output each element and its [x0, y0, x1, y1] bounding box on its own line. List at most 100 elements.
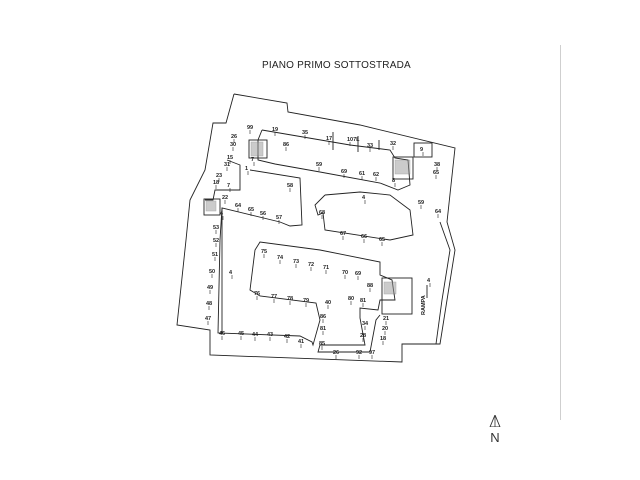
stair-core-north — [392, 156, 414, 180]
room-label: 52 — [213, 238, 219, 244]
room-label: 57 — [276, 215, 282, 221]
zone-label: RAMPA — [421, 295, 427, 315]
room-label: 76 — [254, 291, 260, 297]
room-label: 81 — [320, 326, 326, 332]
room-label: 65 — [433, 170, 439, 176]
room-label: 17 — [326, 136, 332, 142]
room-label: 34 — [362, 321, 369, 327]
room-label: 77 — [271, 294, 277, 300]
room-label: 35 — [302, 130, 308, 136]
room-label: 18 — [380, 336, 386, 342]
room-label: 20 — [382, 326, 388, 332]
room-label: 80 — [348, 296, 354, 302]
stair-core-east — [381, 277, 413, 315]
stair-hatch — [250, 141, 264, 157]
room-label: 69 — [341, 169, 347, 175]
room-label: 73 — [293, 259, 299, 265]
room-label: 69 — [355, 271, 361, 277]
room-label: 59 — [316, 162, 322, 168]
north-corridor — [257, 129, 411, 191]
room-label: 50 — [209, 269, 215, 275]
room-label: 99 — [247, 125, 253, 131]
room-label: 61 — [359, 171, 365, 177]
room-label: 48 — [206, 301, 212, 307]
room-label: 7 — [227, 183, 230, 189]
room-label: 45 — [238, 331, 244, 337]
stair-hatch — [394, 159, 411, 175]
room-label: 26 — [333, 350, 339, 356]
room-label: 64 — [235, 203, 242, 209]
room-label: 62 — [373, 172, 379, 178]
room-label: 31 — [224, 162, 230, 168]
plan-title: PIANO PRIMO SOTTOSTRADA — [262, 60, 411, 71]
room-label: 26 — [231, 134, 237, 140]
room-label: 86 — [320, 314, 326, 320]
room-label: 71 — [323, 265, 329, 271]
room-label: 4 — [362, 195, 366, 201]
room-label: 8 — [392, 178, 395, 184]
room-label: 59 — [418, 200, 424, 206]
room-label: 65 — [379, 237, 385, 243]
room-label: 75 — [261, 249, 267, 255]
room-label: 81 — [360, 298, 366, 304]
room-label: 4 — [220, 211, 224, 217]
room-label: 86 — [283, 142, 289, 148]
room-label: 30 — [230, 142, 236, 148]
room-label: 38 — [434, 162, 440, 168]
room-label: 67 — [340, 231, 346, 237]
room-label: 21 — [383, 316, 389, 322]
room-label: 4 — [427, 278, 431, 284]
outer-wall — [176, 93, 456, 363]
room-label: 92 — [356, 350, 362, 356]
room-label: 23 — [216, 173, 222, 179]
stair-hatching — [205, 141, 411, 295]
room-label: 42 — [284, 334, 290, 340]
stair-hatch — [383, 281, 397, 295]
room-label: 74 — [277, 255, 284, 261]
room-label: 15 — [227, 155, 233, 161]
room-label: 44 — [252, 332, 259, 338]
room-label: 47 — [205, 316, 211, 322]
room-label: 68 — [319, 210, 325, 216]
room-label: 97 — [369, 350, 375, 356]
room-label: 1 — [245, 166, 248, 172]
room-label: 32 — [390, 141, 396, 147]
north-arrow: N — [487, 413, 503, 445]
west-wing — [205, 159, 241, 201]
room-label: 58 — [287, 183, 293, 189]
room-label: 4 — [229, 270, 233, 276]
room-label: 56 — [260, 211, 266, 217]
room-label: 66 — [361, 234, 367, 240]
room-label: 28 — [360, 333, 366, 339]
room-label: 65 — [248, 207, 254, 213]
room-label: 49 — [207, 285, 213, 291]
room-label: 22 — [222, 195, 228, 201]
room-label: 33 — [367, 143, 373, 149]
room-label: 7 — [251, 157, 254, 163]
room-label: 72 — [308, 262, 314, 268]
room-label: 51 — [212, 252, 218, 258]
stair-core-west — [203, 198, 221, 216]
room-label: 70 — [342, 270, 348, 276]
room-label: 78 — [287, 296, 293, 302]
room-label: 9 — [420, 147, 423, 153]
page-divider — [560, 45, 561, 420]
right-ramp-wall — [435, 221, 451, 345]
room-label: 18 — [213, 180, 219, 186]
north-label: N — [490, 430, 500, 445]
room-label: 43 — [267, 332, 273, 338]
room-label: 79 — [303, 298, 309, 304]
room-label: 64 — [435, 209, 442, 215]
room-label: 88 — [367, 283, 373, 289]
room-9 — [413, 142, 433, 158]
walls — [176, 93, 456, 363]
room-label: 107L — [347, 137, 360, 143]
room-label: 85 — [319, 341, 325, 347]
room-label: 53 — [213, 225, 219, 231]
room-label: 40 — [325, 300, 331, 306]
room-label: 46 — [219, 331, 225, 337]
central-block — [217, 169, 396, 353]
